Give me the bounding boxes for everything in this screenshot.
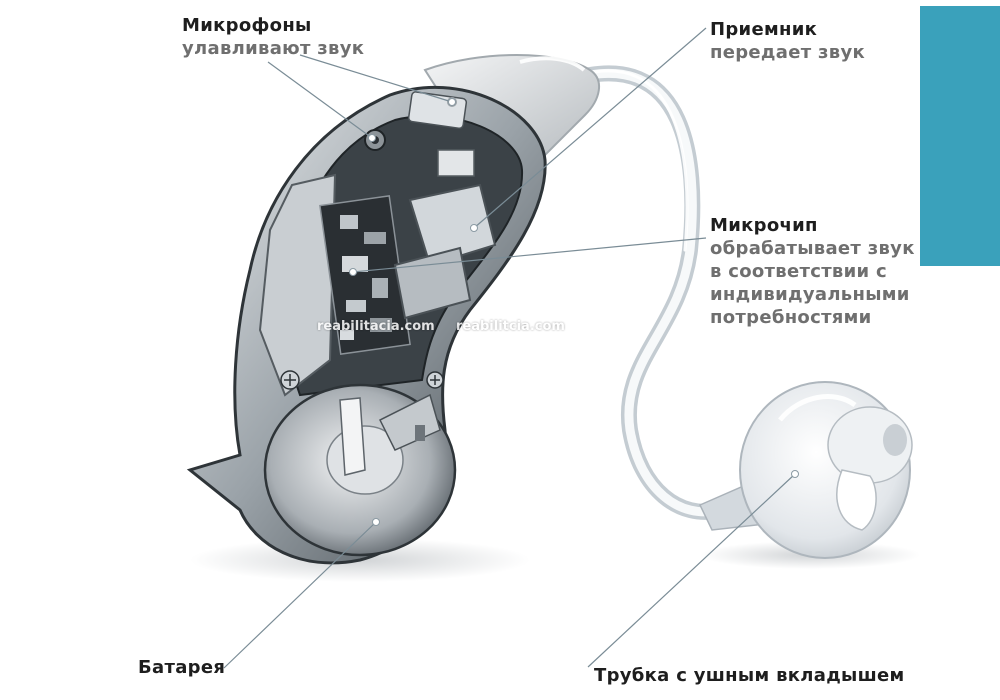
screws [280,370,444,390]
label-tube: Трубка с ушным вкладышем [594,664,905,687]
anchor-dots [349,98,799,526]
label-title: Трубка с ушным вкладышем [594,665,905,686]
watermark-text: reabilitacia.com [317,319,435,334]
leader-microphones-b [299,54,453,103]
label-title: Микрочип [710,215,818,236]
label-description-line: индивидуальными [710,284,910,305]
label-description-line: обрабатывает звук [710,238,915,259]
sound-tube [582,65,728,520]
leader-microphones-a [267,61,373,139]
label-description: улавливают звук [182,38,365,59]
leader-receiver [473,27,707,229]
label-receiver: Приемник передает звук [710,18,865,64]
ear-tip [698,381,913,559]
leader-battery [223,521,377,669]
microchip [393,149,497,320]
label-microphones: Микрофоны улавливают звук [182,14,364,60]
label-battery: Батарея [138,656,225,679]
label-description-line: потребностями [710,307,872,328]
leader-lines [223,27,796,669]
label-microchip: Микрочип обрабатывает звук в соответстви… [710,214,915,329]
label-title: Батарея [138,657,226,678]
leader-tube [587,473,796,668]
label-title: Микрофоны [182,15,312,36]
label-title: Приемник [710,19,818,40]
accent-bar [920,6,1000,266]
battery [263,383,457,557]
leader-chip [352,237,707,273]
watermark-text: reabilitcia.com [456,319,565,334]
label-description: передает звук [710,42,866,63]
side-plate [258,173,337,397]
label-description-line: в соответствии с [710,261,887,282]
circuit-board [319,195,411,355]
